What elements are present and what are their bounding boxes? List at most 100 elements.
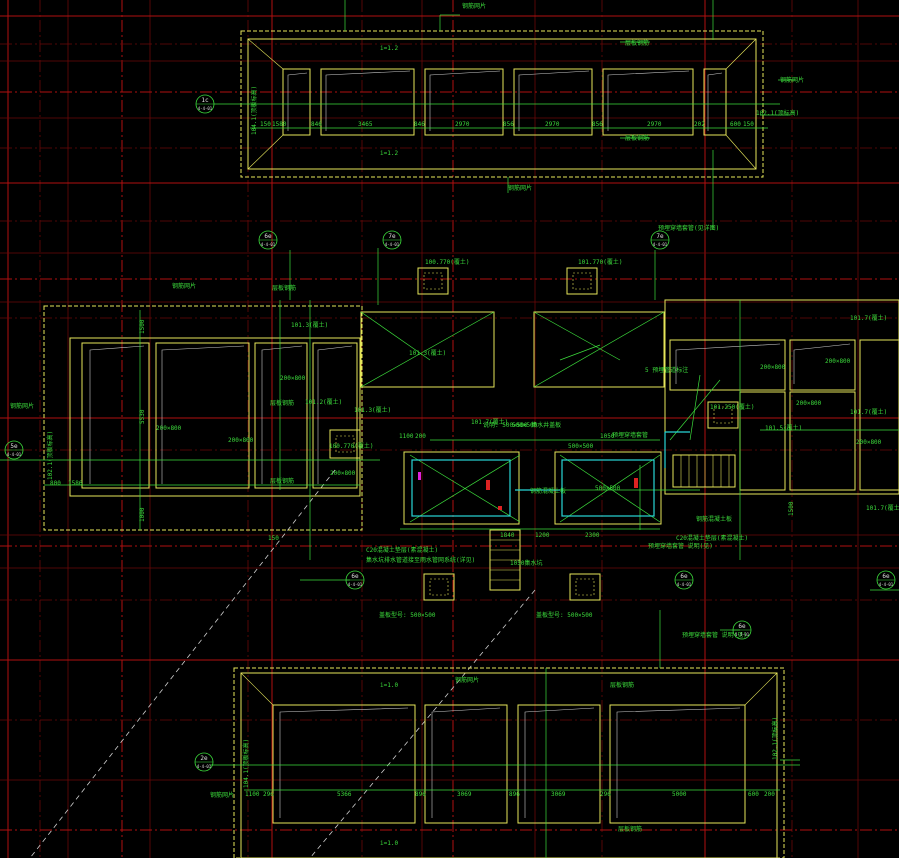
mid-note-6: 5 预埋管道标注	[645, 366, 688, 374]
top-dim-9: 856	[592, 121, 603, 128]
bottom-section-plan	[233, 667, 785, 858]
top-dim-6: 2970	[455, 121, 470, 128]
mid-chamber-1	[81, 342, 150, 489]
top-chamber-5	[602, 68, 694, 136]
top-dim-10: 2970	[647, 121, 662, 128]
text-labels: 150 1580 846 3465 846 2970 856 2970 856 …	[10, 2, 899, 847]
section-marker-number: 7e	[656, 233, 664, 240]
mid-note-5: 预埋穿墙套管(见详图)	[658, 224, 719, 232]
mid-size-5: 200×800	[760, 364, 786, 371]
bot-dim-7: 3069	[551, 791, 566, 798]
mid-elev-10: 101.7(覆土)	[850, 408, 887, 416]
top-label-6: i=1.2	[380, 45, 398, 52]
bot-note-1: 盖板型号: 500×500	[536, 611, 593, 619]
mid-label-4: 层板钢筋	[270, 477, 294, 485]
mid-chamber-slopes	[89, 343, 851, 484]
mid-size-3: 200×800	[228, 437, 254, 444]
bottom-outer-dashed-outline	[233, 667, 785, 858]
diagonal-reference-line	[29, 469, 336, 858]
top-label-4: 钢筋网片	[508, 184, 532, 192]
mid-elev-4: 101.3(覆土)	[409, 349, 446, 357]
top-dim-8: 2970	[545, 121, 560, 128]
section-marker: 6e4-4-01	[674, 570, 694, 590]
bot-dim-10: 600	[748, 791, 759, 798]
section-marker-ref: 4-4-01	[261, 242, 276, 247]
mid-elev-2: 101.770(覆土)	[578, 258, 623, 266]
mid-pump-room-2	[554, 451, 662, 525]
valve-marks	[418, 472, 638, 510]
section-marker-ref: 4-4-01	[348, 582, 363, 587]
mid-dim-9: 1050	[600, 433, 615, 440]
mid-room-b	[533, 311, 665, 388]
mid-label-3: 钢筋网片	[10, 402, 34, 410]
bot-dim-5: 3069	[457, 791, 472, 798]
section-marker-ref: 4-4-01	[653, 242, 668, 247]
manhole-6	[707, 401, 739, 429]
mid-elev-3: 101.3(覆土)	[291, 321, 328, 329]
top-chamber-4	[513, 68, 593, 136]
mid-dim-1: 5530	[139, 409, 146, 424]
mid-room-a	[360, 311, 495, 388]
bot-label-1: 钢筋网片	[455, 676, 479, 684]
mid-elev-8: 100.770(覆土)	[329, 442, 374, 450]
bot-elevation-right: 102.1(顶标高)	[771, 717, 779, 760]
mid-right-chamber-4	[789, 391, 856, 491]
bot-note-2: 预埋穿墙套管 说明(见)	[682, 631, 747, 639]
top-chamber-3	[424, 68, 504, 136]
top-elevation-left: 104.1(顶板标高)	[250, 86, 258, 135]
mid-label-8: 钢筋混凝土板	[530, 487, 566, 495]
mid-diagonal-leaders	[360, 311, 721, 523]
pipe-lines	[411, 431, 690, 517]
top-label-1: 钢筋网片	[462, 2, 486, 10]
bot-dim-4: 896	[415, 791, 426, 798]
section-marker-number: 6e	[882, 573, 890, 580]
mid-size-7: 200×800	[796, 400, 822, 407]
mid-dim-11: 200	[415, 433, 426, 440]
stair-block	[672, 454, 736, 488]
bot-dim-6: 896	[509, 791, 520, 798]
stair-treads	[490, 455, 730, 581]
mid-size-10: 500×500	[568, 443, 594, 450]
mid-chamber-2	[155, 342, 250, 489]
mid-label-6: C20混凝土垫层(素混凝土)	[366, 546, 438, 554]
section-marker-number: 6e	[264, 233, 272, 240]
bottom-chamber-2	[424, 704, 508, 824]
section-marker-number: 1c	[201, 97, 209, 104]
section-marker: 6e4-4-01	[732, 620, 752, 640]
mid-elev-14: 101.7(覆土)	[866, 504, 899, 512]
mid-right-chamber-2	[789, 339, 856, 391]
section-marker-number: 7e	[388, 233, 396, 240]
mid-elev-11: 101.5(覆土)	[765, 424, 802, 432]
mid-dim-3: 1586	[68, 480, 83, 487]
section-marker: 6e4-4-01	[345, 570, 365, 590]
mid-dim-2: 800	[50, 480, 61, 487]
mid-note-1: 集水坑排水管道接至雨水管网系统(详见)	[366, 556, 475, 564]
mid-note-3: 预埋穿墙套管 说明(见)	[648, 542, 713, 550]
top-label-2: 层板钢筋	[625, 39, 649, 47]
mid-right-chamber-3	[859, 339, 899, 491]
bot-dim-3: 5366	[337, 791, 352, 798]
bot-label-3: 钢筋网片	[210, 791, 234, 799]
mid-label-2: 层板钢筋	[272, 284, 296, 292]
section-marker-number: 2e	[200, 755, 208, 762]
mid-elev-7: 101.7(覆土)	[471, 418, 508, 426]
mid-dim-7: 1840	[500, 532, 515, 539]
mid-dim-6: 1200	[535, 532, 550, 539]
bot-label-6: i=1.0	[380, 840, 398, 847]
bot-dim-8: 296	[600, 791, 611, 798]
top-dim-12: 600	[730, 121, 741, 128]
mid-size-8: 200×800	[856, 439, 882, 446]
mid-size-4: 200×800	[330, 470, 356, 477]
mid-label-11: 1050集水坑	[510, 559, 542, 567]
section-marker-ref: 4-4-01	[197, 764, 212, 769]
mid-elev-9: 101.250(覆土)	[710, 403, 755, 411]
mid-size-2: 200×800	[156, 425, 182, 432]
diagonal-reference-line-2	[309, 589, 536, 858]
manhole-inner-marks	[335, 272, 733, 596]
bottom-chamber-1	[272, 704, 416, 824]
top-chamber-1	[282, 68, 311, 136]
mid-dim-12: 1500	[788, 501, 795, 516]
bottom-chamber-4	[609, 704, 746, 824]
bottom-dimension-lines	[210, 610, 800, 858]
